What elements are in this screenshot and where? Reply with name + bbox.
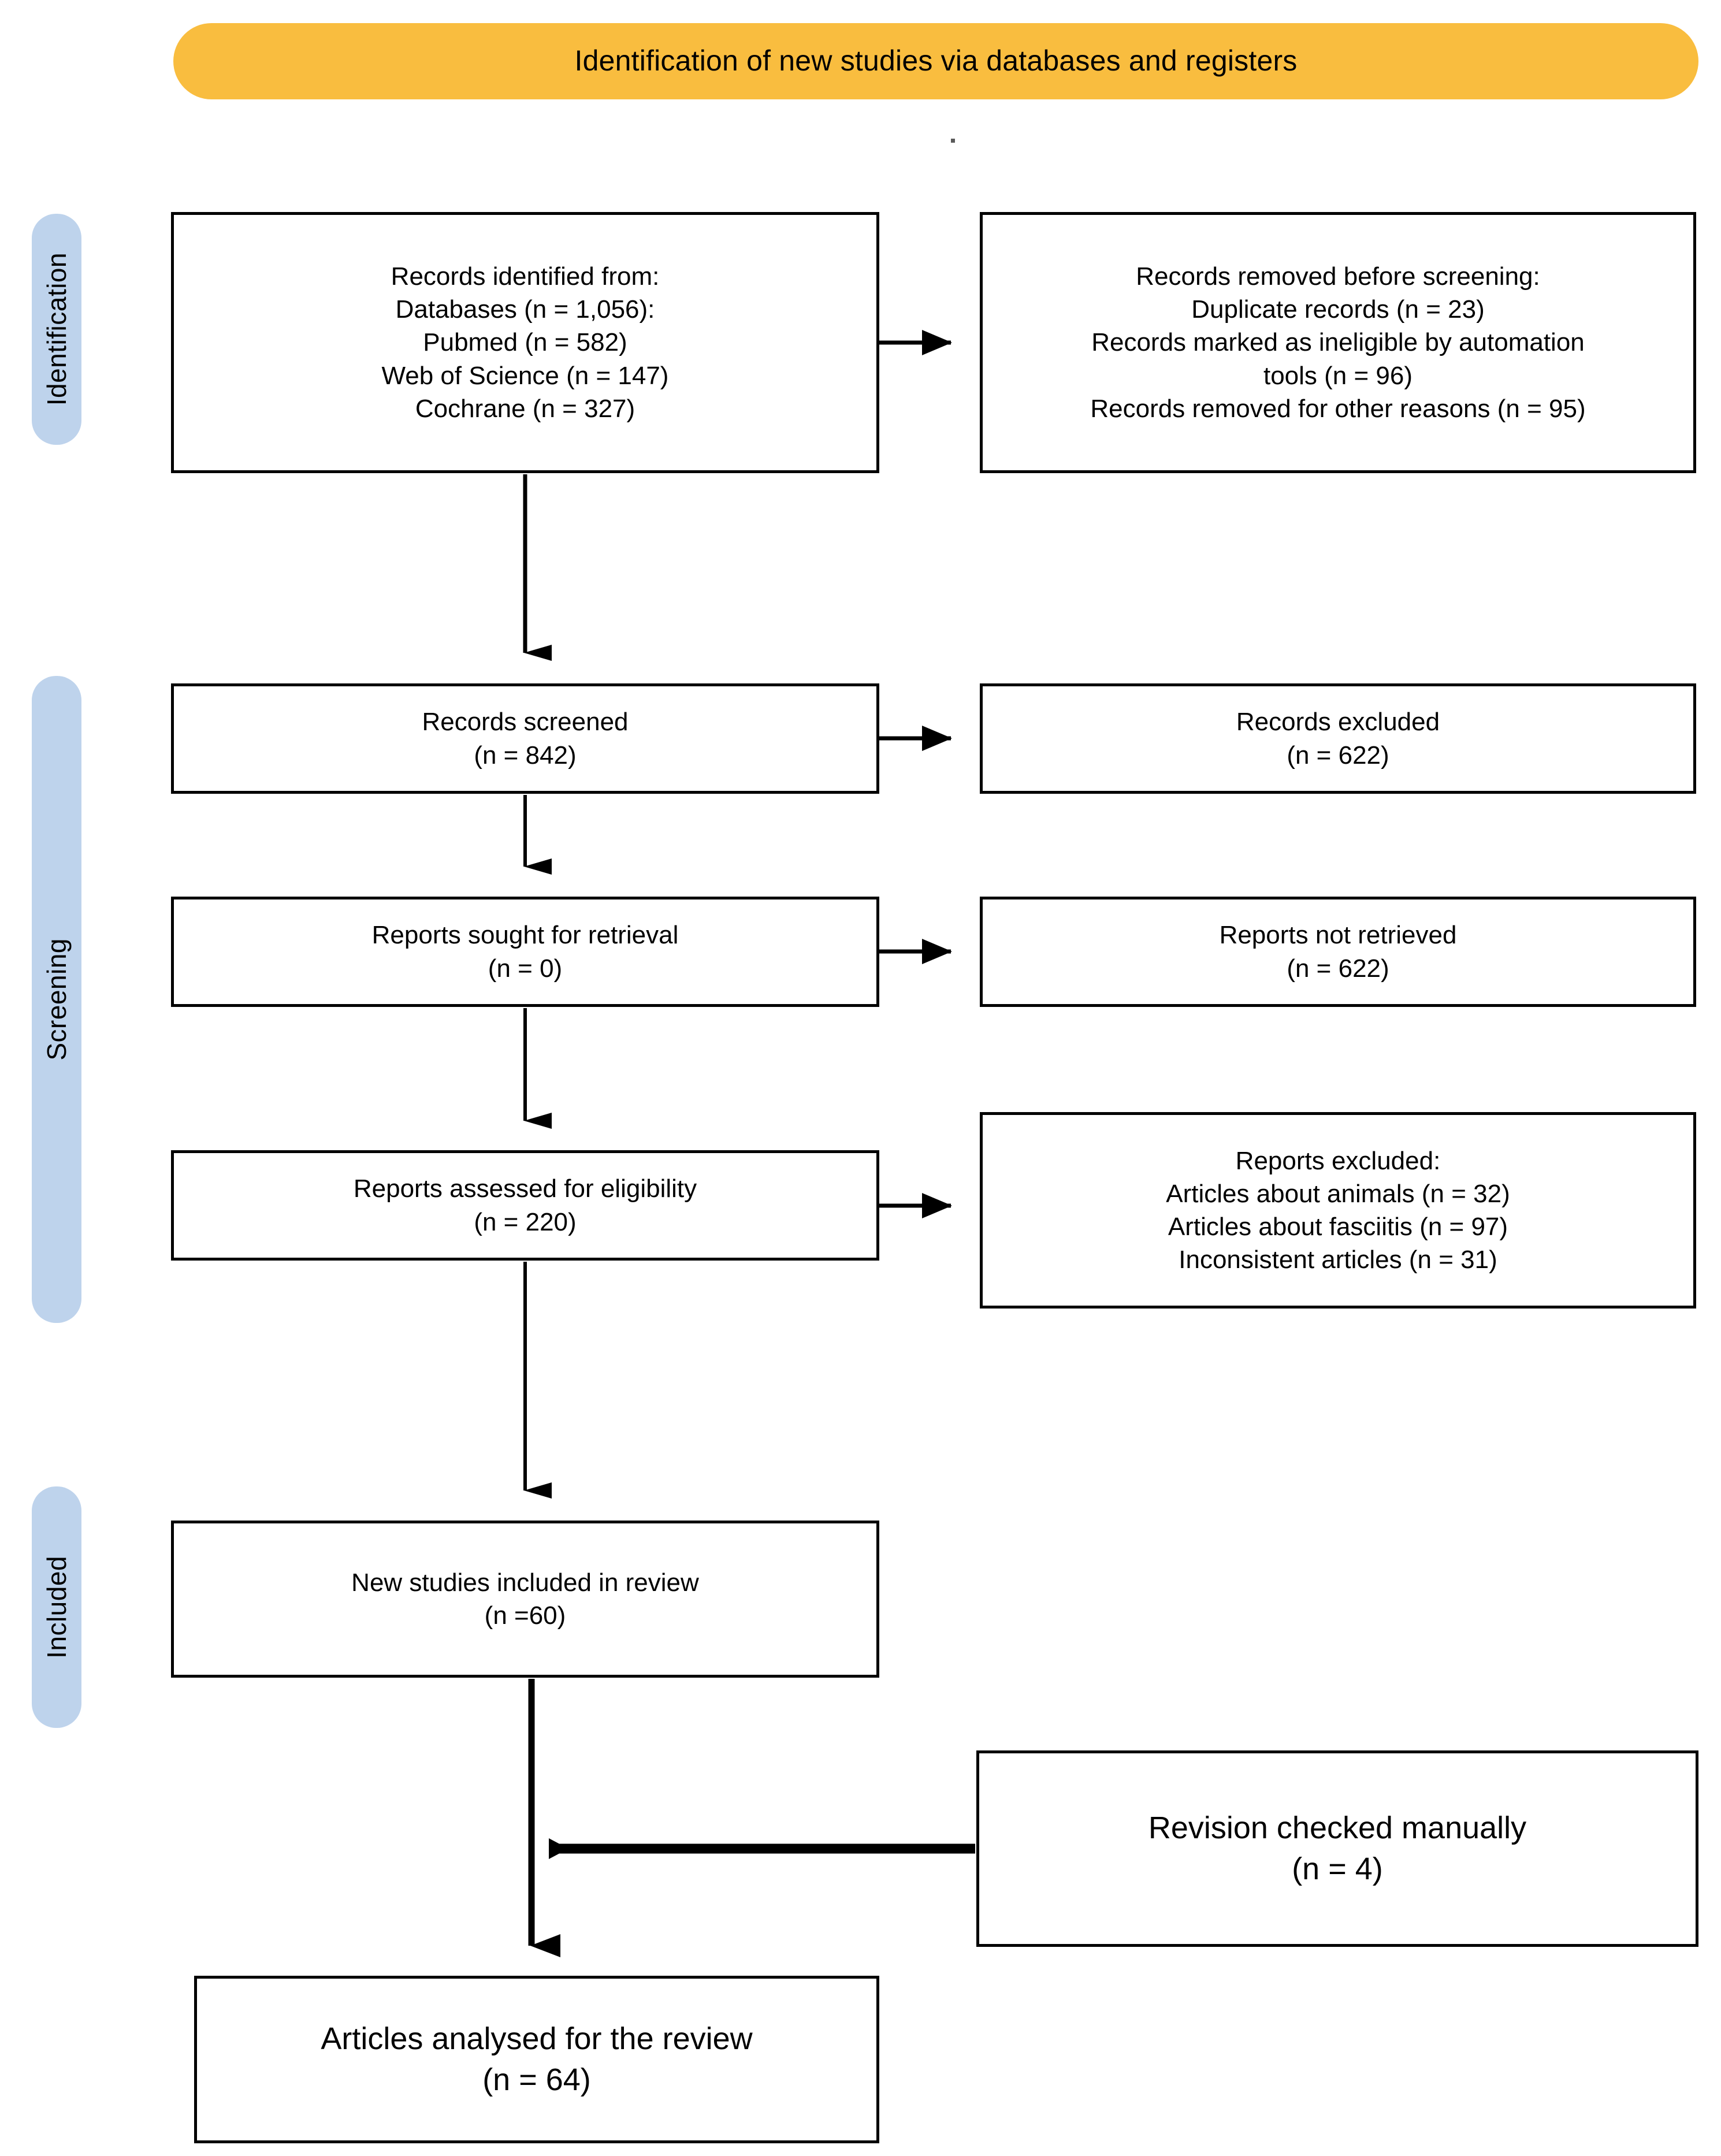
box-line: (n =60) <box>484 1601 566 1630</box>
box-reports-excluded: Reports excluded: Articles about animals… <box>980 1112 1696 1309</box>
stage-tab-screening: Screening <box>32 676 81 1323</box>
box-records-identified: Records identified from: Databases (n = … <box>171 212 879 473</box>
box-revision-checked-manually: Revision checked manually (n = 4) <box>976 1750 1698 1947</box>
box-reports-sought-for-retrieval: Reports sought for retrieval (n = 0) <box>171 897 879 1007</box>
box-line: (n = 0) <box>488 954 563 983</box>
stage-label-included: Included <box>42 1556 72 1659</box>
box-line: Reports assessed for eligibility <box>353 1174 697 1203</box>
box-line: (n = 622) <box>1287 741 1389 770</box>
box-line: (n = 842) <box>474 741 577 770</box>
box-line: Records excluded <box>1236 708 1440 737</box>
stray-dot-artifact <box>951 139 955 143</box>
box-line: Databases (n = 1,056): <box>395 295 655 324</box>
box-line: Inconsistent articles (n = 31) <box>1179 1246 1497 1274</box>
box-line: Pubmed (n = 582) <box>423 328 627 357</box>
box-line: Records identified from: <box>391 262 660 291</box>
box-line: Revision checked manually <box>1148 1810 1527 1845</box>
box-records-removed-before-screening: Records removed before screening: Duplic… <box>980 212 1696 473</box>
box-line: (n = 64) <box>482 2062 591 2097</box>
diagram-title: Identification of new studies via databa… <box>574 44 1298 77</box>
box-line: Reports not retrieved <box>1219 921 1457 950</box>
stage-label-identification: Identification <box>42 252 72 406</box>
box-line: Articles about fasciitis (n = 97) <box>1168 1213 1508 1241</box>
box-line: (n = 622) <box>1287 954 1389 983</box>
box-line: Records screened <box>422 708 629 737</box>
box-reports-not-retrieved: Reports not retrieved (n = 622) <box>980 897 1696 1007</box>
box-line: (n = 4) <box>1292 1852 1383 1886</box>
box-line: New studies included in review <box>351 1568 699 1597</box>
box-line: Records marked as ineligible by automati… <box>1091 328 1585 357</box>
box-line: Duplicate records (n = 23) <box>1191 295 1485 324</box>
stage-tab-included: Included <box>32 1486 81 1728</box>
box-line: tools (n = 96) <box>1263 361 1413 390</box>
box-reports-assessed-for-eligibility: Reports assessed for eligibility (n = 22… <box>171 1150 879 1261</box>
box-new-studies-included: New studies included in review (n =60) <box>171 1521 879 1678</box>
box-line: Articles about animals (n = 32) <box>1166 1179 1510 1208</box>
box-line: Web of Science (n = 147) <box>381 361 669 390</box>
box-line: Records removed before screening: <box>1136 262 1540 291</box>
box-line: Reports sought for retrieval <box>371 921 679 950</box>
diagram-header-banner: Identification of new studies via databa… <box>173 23 1698 99</box>
box-line: (n = 220) <box>474 1207 577 1236</box>
box-line: Records removed for other reasons (n = 9… <box>1090 394 1586 423</box>
box-line: Reports excluded: <box>1235 1146 1441 1175</box>
box-line: Cochrane (n = 327) <box>415 394 635 423</box>
box-records-screened: Records screened (n = 842) <box>171 683 879 794</box>
box-line: Articles analysed for the review <box>321 2021 753 2056</box>
stage-label-screening: Screening <box>42 938 72 1061</box>
box-articles-analysed: Articles analysed for the review (n = 64… <box>194 1976 879 2143</box>
box-records-excluded: Records excluded (n = 622) <box>980 683 1696 794</box>
stage-tab-identification: Identification <box>32 214 81 445</box>
